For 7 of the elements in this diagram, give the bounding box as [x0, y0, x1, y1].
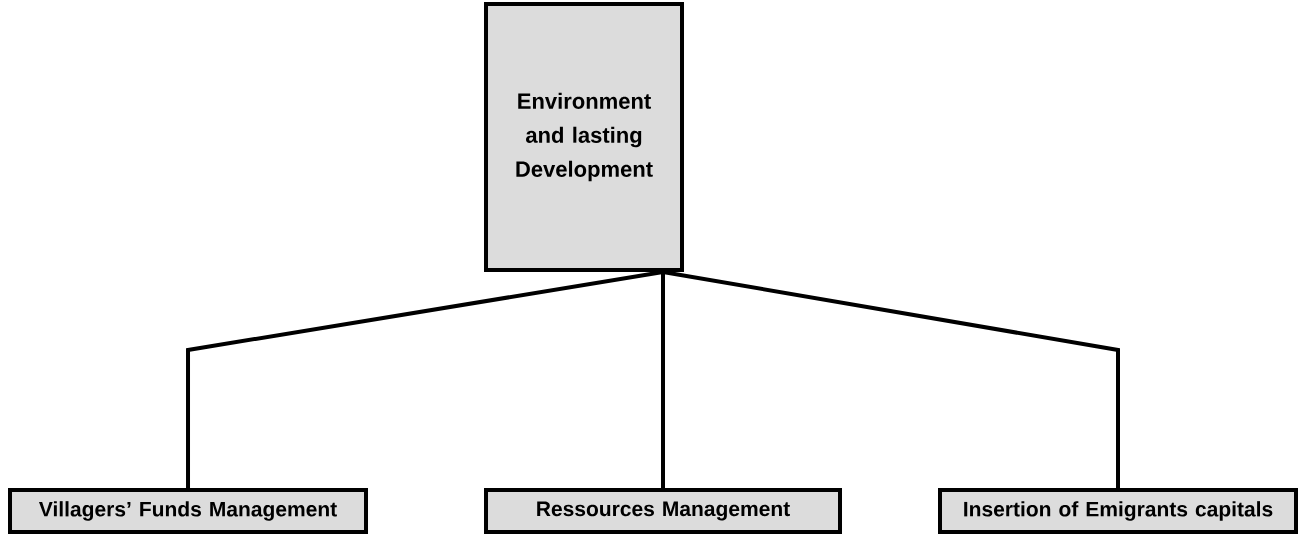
- connector-line: [662, 270, 1120, 488]
- category-box: Insertion of Emigrants capitals: [938, 488, 1298, 534]
- connector-line: [186, 270, 664, 488]
- title-box: Environment and lasting Development: [484, 2, 684, 272]
- connector-line: [661, 272, 665, 488]
- category-box: Villagers’ Funds Management: [8, 488, 368, 534]
- category-box: Ressources Management: [484, 488, 842, 534]
